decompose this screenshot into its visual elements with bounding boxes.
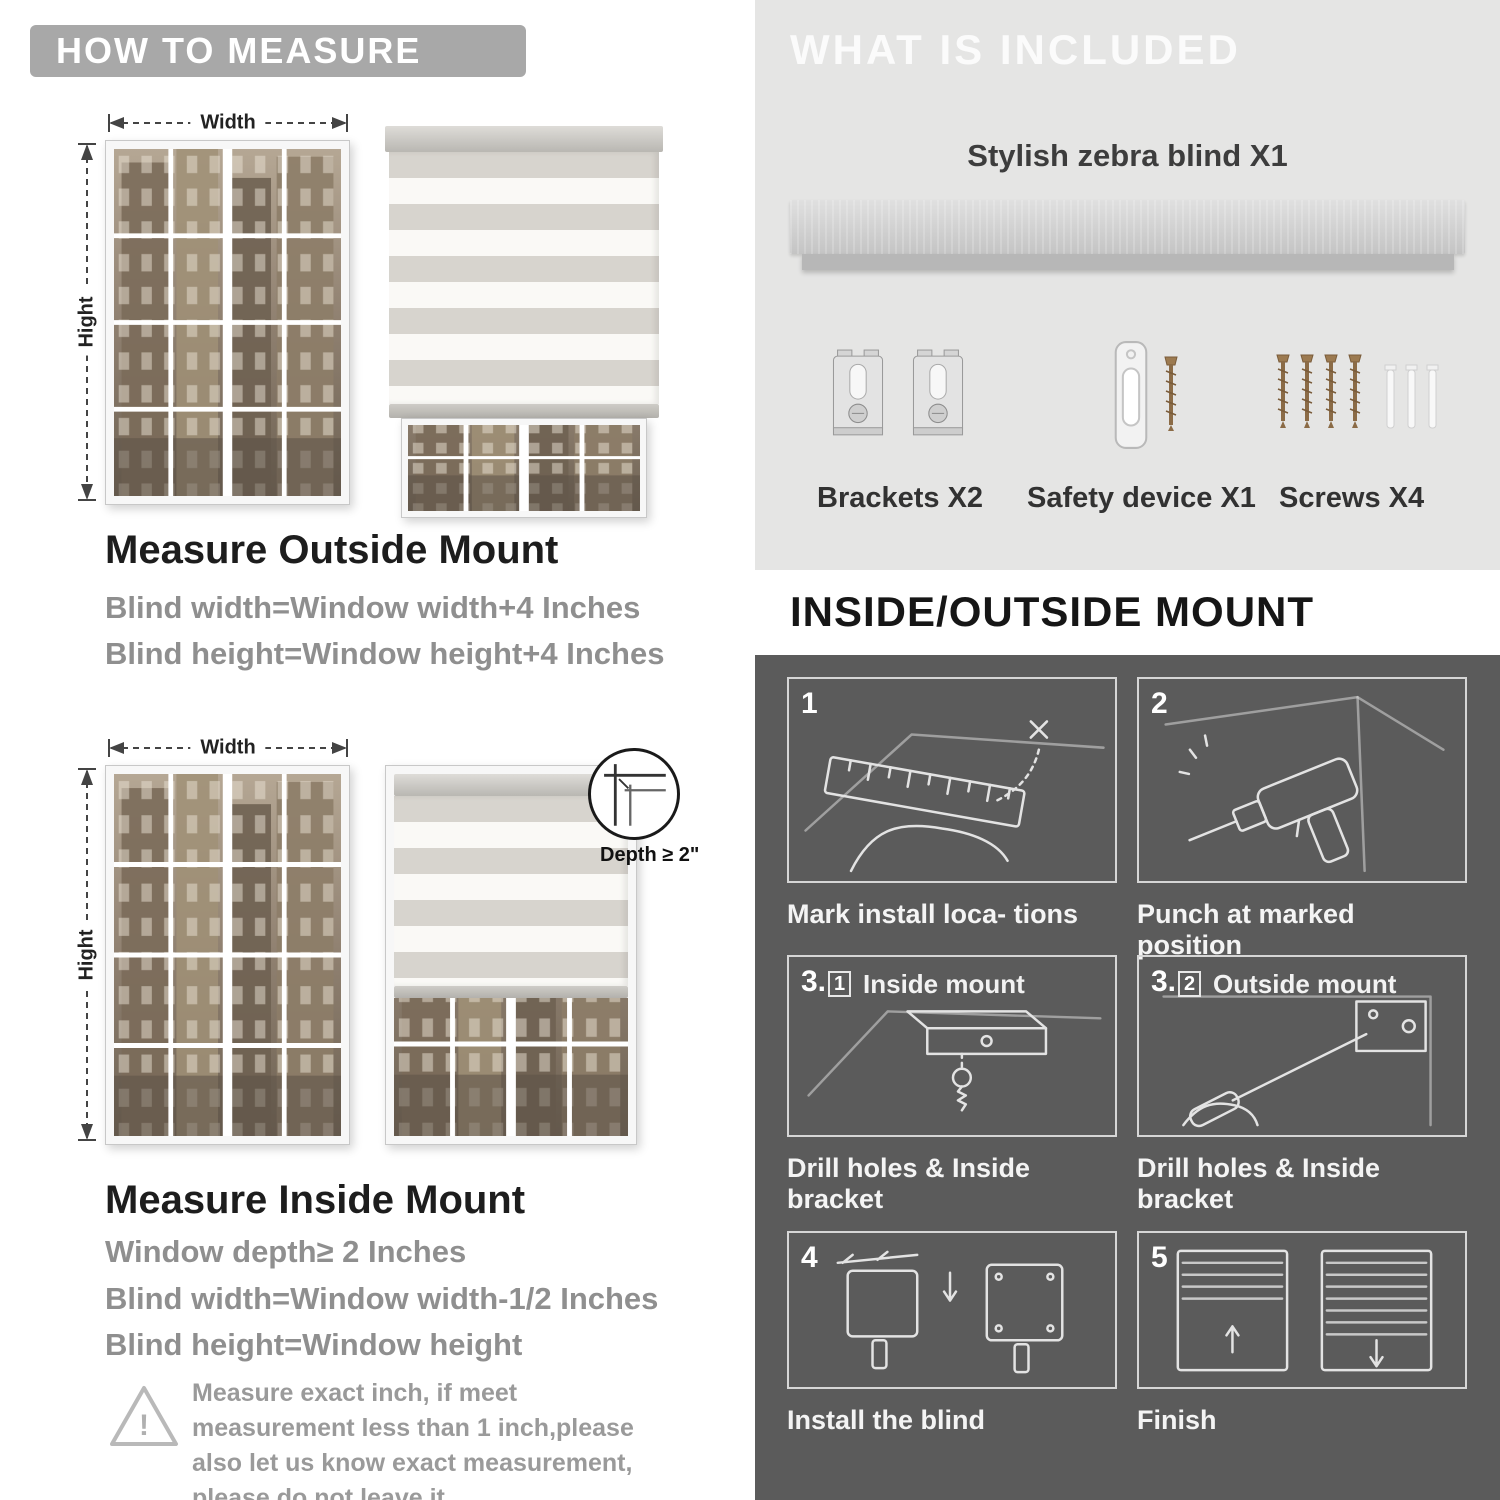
safety-device-caption: Safety device X1 bbox=[1027, 482, 1256, 514]
inside-width-arrow: Width bbox=[107, 736, 349, 760]
outside-width-label: Width bbox=[190, 111, 266, 135]
blind-stripes bbox=[389, 152, 659, 404]
height-arrow-icon bbox=[78, 768, 96, 1141]
blind-cassette bbox=[394, 774, 628, 796]
step2-illustration bbox=[1164, 695, 1445, 873]
outside-height-label: Hight bbox=[75, 288, 99, 356]
screw-icon bbox=[1164, 356, 1178, 431]
zebra-blind-headrail-lip bbox=[802, 254, 1454, 270]
width-arrow-icon bbox=[108, 114, 348, 132]
step5-illustration bbox=[1176, 1249, 1433, 1372]
inside-rule-1: Window depth≥ 2 Inches bbox=[105, 1234, 467, 1269]
step-caption-3-1: Drill holes & Inside bracket bbox=[787, 1153, 1031, 1214]
zebra-blind-headrail-illustration bbox=[790, 200, 1465, 254]
how-to-measure-title: HOW TO MEASURE bbox=[56, 30, 422, 71]
blind-stripes bbox=[394, 796, 628, 986]
safety-device-icon bbox=[1114, 341, 1148, 449]
step3-2-illustration bbox=[1162, 995, 1432, 1128]
blind-bottom-rail bbox=[394, 986, 628, 998]
step3-1-illustration bbox=[807, 1010, 1102, 1112]
inside-height-arrow: Hight bbox=[75, 767, 99, 1142]
warning-triangle-icon: ! bbox=[110, 1386, 178, 1446]
mount-guide-panel: 1 Mark install loca- tions bbox=[755, 655, 1500, 1500]
measurement-note: Measure exact inch, if meet measurement … bbox=[192, 1379, 634, 1500]
step-number: 3.1 bbox=[801, 965, 852, 999]
screws-icon bbox=[1276, 354, 1362, 428]
outside-width-arrow: Width bbox=[107, 111, 349, 135]
outside-height-arrow: Hight bbox=[75, 142, 99, 502]
step-tag: Outside mount bbox=[1213, 969, 1397, 999]
step-number: 1 bbox=[801, 687, 818, 720]
blind-bottom-rail bbox=[389, 404, 659, 418]
inside-rule-3: Blind height=Window height bbox=[105, 1327, 523, 1362]
inside-mount-heading: Measure Inside Mount bbox=[105, 1178, 526, 1222]
svg-text:!: ! bbox=[139, 1409, 149, 1442]
inside-window-illustration bbox=[105, 765, 350, 1145]
step4-illustration bbox=[836, 1250, 1064, 1374]
step-number: 3.2 bbox=[1151, 965, 1202, 999]
step-number: 2 bbox=[1151, 687, 1168, 720]
blind-cassette bbox=[385, 126, 663, 152]
outside-mount-heading: Measure Outside Mount bbox=[105, 528, 559, 572]
step-tag: Inside mount bbox=[863, 969, 1025, 999]
width-arrow-icon bbox=[108, 739, 348, 757]
step-caption-3-2: Drill holes & Inside bracket bbox=[1137, 1153, 1381, 1214]
screws-caption: Screws X4 bbox=[1279, 482, 1425, 514]
window-photo bbox=[394, 998, 628, 1136]
step-caption-5: Finish bbox=[1137, 1405, 1217, 1435]
bracket-icon bbox=[912, 349, 964, 436]
how-to-measure-banner: HOW TO MEASURE bbox=[30, 25, 526, 77]
window-photo bbox=[114, 149, 341, 496]
window-corner-zoom-icon bbox=[604, 764, 666, 826]
step-caption-4: Install the blind bbox=[787, 1405, 986, 1435]
step-caption-1: Mark install loca- tions bbox=[787, 899, 1079, 929]
bracket-icon bbox=[832, 349, 884, 436]
inside-width-label: Width bbox=[190, 736, 266, 760]
what-is-included-section: WHAT IS INCLUDED Stylish zebra blind X1 bbox=[755, 0, 1500, 570]
step-tile-3-1: 3.1 Inside mount bbox=[787, 955, 1117, 1137]
wall-anchors-icon bbox=[1384, 364, 1439, 429]
outside-rule-2: Blind height=Window height+4 Inches bbox=[105, 636, 665, 671]
step-number: 5 bbox=[1151, 1241, 1168, 1274]
window-photo bbox=[408, 425, 640, 511]
inside-blind-illustration bbox=[385, 765, 637, 1145]
depth-callout-circle bbox=[588, 748, 680, 840]
window-bottom-section bbox=[401, 418, 647, 518]
mount-guide-title: INSIDE/OUTSIDE MOUNT bbox=[790, 588, 1315, 635]
step-tile-2: 2 bbox=[1137, 677, 1467, 883]
inside-rule-2: Blind width=Window width-1/2 Inches bbox=[105, 1281, 659, 1316]
depth-callout-label: Depth ≥ 2" bbox=[600, 844, 700, 866]
what-is-included-title: WHAT IS INCLUDED bbox=[790, 26, 1241, 73]
brackets-caption: Brackets X2 bbox=[817, 482, 984, 514]
step-number: 4 bbox=[801, 1241, 818, 1274]
outside-blind-illustration bbox=[385, 126, 663, 518]
inside-height-label: Hight bbox=[75, 920, 99, 989]
step-caption-2: Punch at marked position bbox=[1137, 899, 1355, 960]
step-tile-5: 5 bbox=[1137, 1231, 1467, 1389]
step-tile-4: 4 bbox=[787, 1231, 1117, 1389]
window-photo bbox=[114, 774, 341, 1136]
outside-window-illustration bbox=[105, 140, 350, 505]
step1-illustration bbox=[804, 720, 1105, 873]
step-tile-1: 1 bbox=[787, 677, 1117, 883]
product-label: Stylish zebra blind X1 bbox=[967, 138, 1288, 173]
outside-rule-1: Blind width=Window width+4 Inches bbox=[105, 590, 641, 625]
step-tile-3-2: 3.2 Outside mount bbox=[1137, 955, 1467, 1137]
